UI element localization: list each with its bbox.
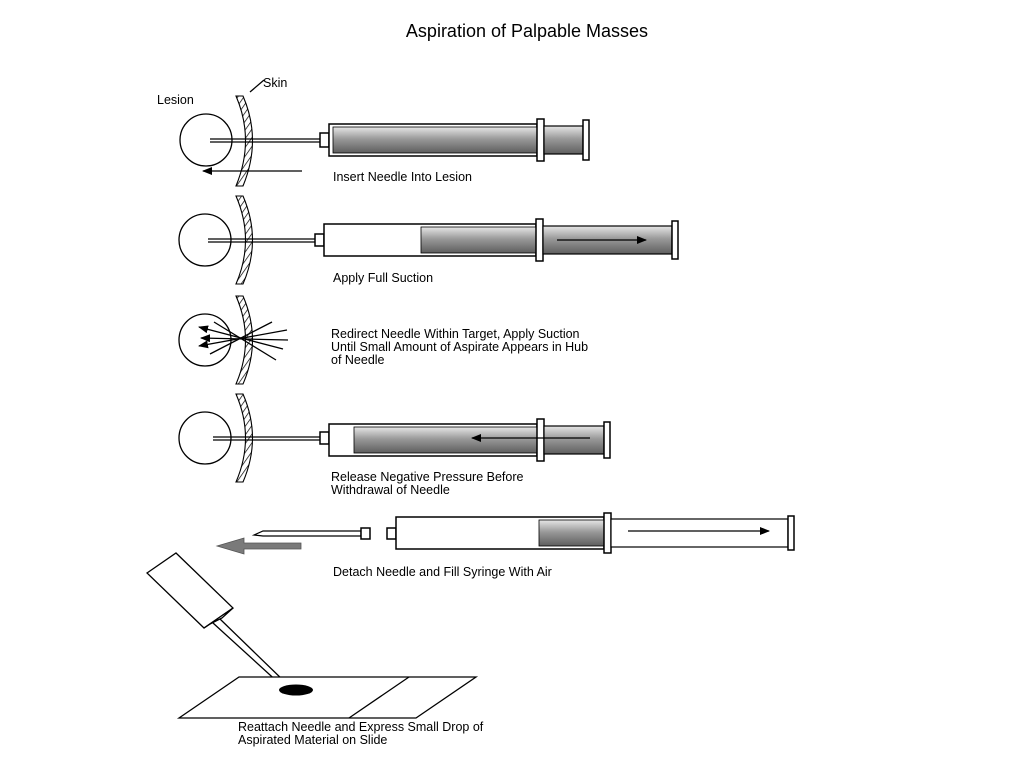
step-6-caption-line-1: Reattach Needle and Express Small Drop o… xyxy=(238,720,484,734)
barrel-flange xyxy=(536,418,545,462)
plunger-thumb xyxy=(603,421,611,459)
step-express-drop: Reattach Needle and Express Small Drop o… xyxy=(145,552,484,747)
step-5-caption: Detach Needle and Fill Syringe With Air xyxy=(333,565,552,579)
redirect-line xyxy=(213,321,277,361)
plunger-rod xyxy=(610,518,789,548)
lesion-circle xyxy=(178,411,232,465)
plunger-rod xyxy=(543,425,605,455)
plunger-thumb xyxy=(582,119,590,161)
lesion-label: Lesion xyxy=(157,93,194,107)
barrel-flange xyxy=(535,218,544,262)
skin-layer xyxy=(235,393,254,483)
skin-layer xyxy=(235,95,254,187)
skin-label: Skin xyxy=(263,76,287,90)
needle-hub xyxy=(319,132,330,148)
skin-pointer-line xyxy=(249,79,265,93)
plunger-fill xyxy=(332,126,538,154)
step-3-caption-line-3: of Needle xyxy=(331,353,385,367)
needle-hub xyxy=(314,233,325,247)
needle xyxy=(212,622,282,686)
aspirate-drop xyxy=(279,684,313,696)
lesion-circle xyxy=(178,313,232,367)
step-release-pressure: Release Negative Pressure Before Withdra… xyxy=(178,393,611,497)
step-redirect-needle: Redirect Needle Within Target, Apply Suc… xyxy=(178,295,588,385)
plunger-fill xyxy=(538,519,605,547)
step-4-caption-line-2: Withdrawal of Needle xyxy=(331,483,450,497)
withdraw-arrow xyxy=(215,537,302,555)
glass-slide xyxy=(176,676,479,719)
step-3-caption-line-1: Redirect Needle Within Target, Apply Suc… xyxy=(331,327,580,341)
needle-hub xyxy=(319,431,330,445)
redirect-arrow xyxy=(200,334,289,343)
detached-needle xyxy=(251,530,362,537)
step-apply-suction: Apply Full Suction xyxy=(178,195,679,285)
step-1-caption: Insert Needle Into Lesion xyxy=(333,170,472,184)
syringe-tip xyxy=(386,527,397,540)
diagram-title: Aspiration of Palpable Masses xyxy=(406,21,648,41)
step-6-caption-line-2: Aspirated Material on Slide xyxy=(238,733,387,747)
plunger-thumb xyxy=(671,220,679,260)
barrel-flange xyxy=(603,512,612,554)
plunger-rod xyxy=(543,125,584,155)
plunger-thumb xyxy=(787,515,795,551)
step-2-caption: Apply Full Suction xyxy=(333,271,433,285)
step-detach-needle: Detach Needle and Fill Syringe With Air xyxy=(215,512,795,579)
barrel-flange xyxy=(536,118,545,162)
plunger-fill xyxy=(420,226,537,254)
skin-layer xyxy=(235,195,254,285)
plunger-fill xyxy=(353,426,538,454)
lesion-circle xyxy=(179,113,233,167)
needle-hub xyxy=(360,527,371,540)
step-4-caption-line-1: Release Negative Pressure Before xyxy=(331,470,524,484)
step-insert-needle: Skin Lesion Insert Needle Into Lesion xyxy=(157,76,590,187)
step-3-caption-line-2: Until Small Amount of Aspirate Appears i… xyxy=(331,340,588,354)
lesion-circle xyxy=(178,213,232,267)
redirect-line xyxy=(209,321,273,355)
slide-label-divider xyxy=(348,676,410,719)
skin-layer xyxy=(235,295,254,385)
